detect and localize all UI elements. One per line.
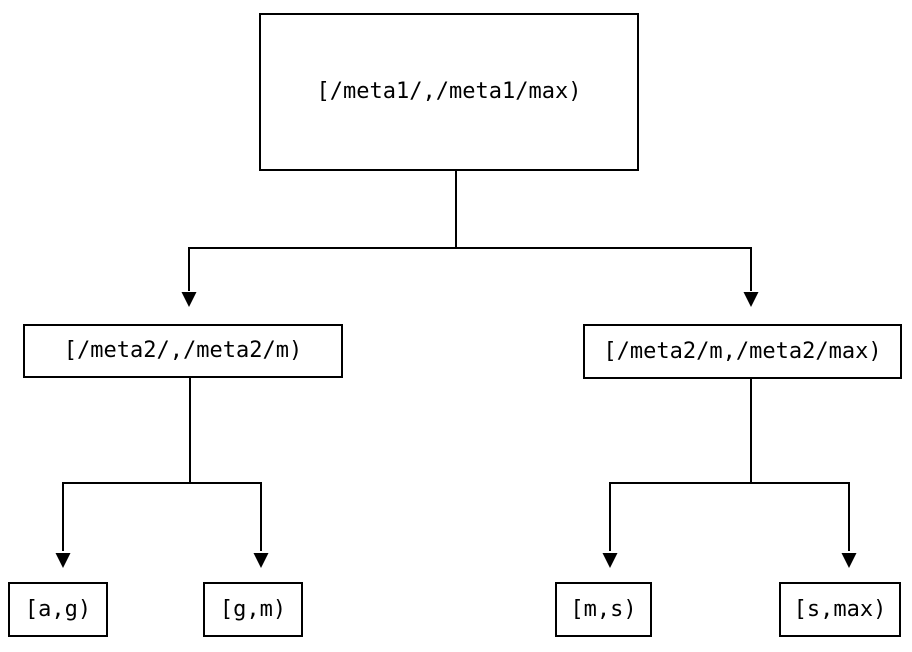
tree-node-label: [s,max) <box>793 596 887 622</box>
arrow-down-icon <box>602 553 857 568</box>
tree-leaf-s-max: [s,max) <box>779 582 901 637</box>
tree-leaf-m-s: [m,s) <box>555 582 652 637</box>
tree-leaf-a-g: [a,g) <box>8 582 108 637</box>
arrow-down-icon <box>181 292 759 307</box>
tree-node-label: [/meta2/,/meta2/m) <box>63 338 303 363</box>
tree-node-label: [g,m) <box>219 596 287 622</box>
tree-node-left-subtree: [/meta2/,/meta2/m) <box>23 324 343 378</box>
tree-node-right-subtree: [/meta2/m,/meta2/max) <box>583 324 902 379</box>
edge-right-to-leaves <box>609 379 850 551</box>
edge-root-to-level2 <box>188 171 752 291</box>
tree-node-label: [a,g) <box>24 596 92 622</box>
tree-node-label: [/meta2/m,/meta2/max) <box>603 338 882 364</box>
tree-node-root: [/meta1/,/meta1/max) <box>259 13 639 171</box>
arrow-down-icon <box>55 553 269 568</box>
tree-leaf-g-m: [g,m) <box>203 582 303 637</box>
edge-left-to-leaves <box>62 378 262 551</box>
tree-node-label: [/meta1/,/meta1/max) <box>316 79 582 104</box>
tree-node-label: [m,s) <box>570 596 637 622</box>
